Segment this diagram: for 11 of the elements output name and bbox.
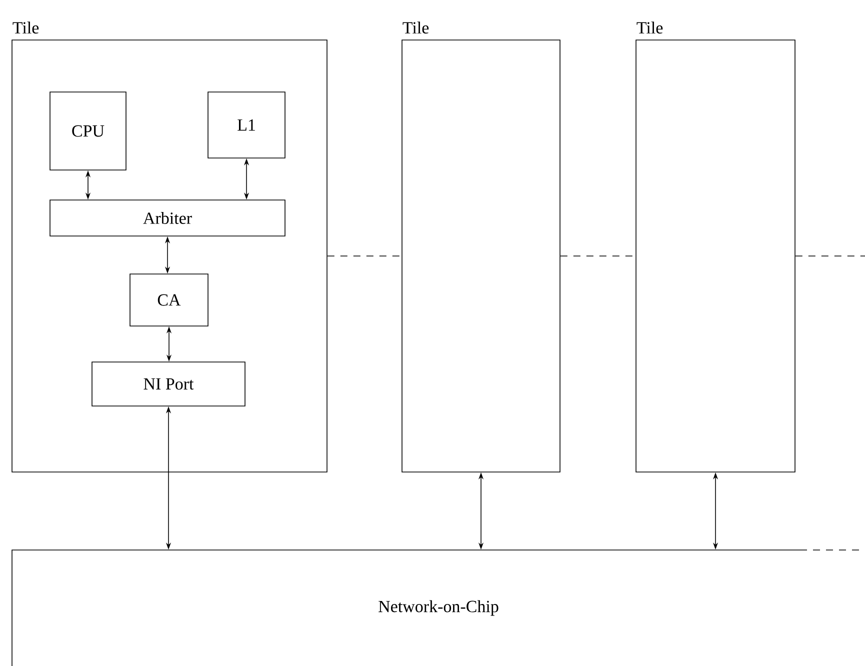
node-label: Tile (12, 22, 39, 34)
node-label: Tile (636, 22, 663, 34)
tile-box: Tile (636, 22, 796, 472)
tile-box: Tile (402, 22, 560, 472)
component-box: CA (130, 274, 208, 326)
component-box: L1 (208, 92, 286, 158)
component-box: Arbiter (50, 200, 286, 236)
network-band: Network-on-Chip (12, 550, 865, 666)
node-label: Tile (402, 22, 429, 34)
component-box: CPU (50, 92, 126, 170)
component-box: NI Port (92, 362, 246, 406)
